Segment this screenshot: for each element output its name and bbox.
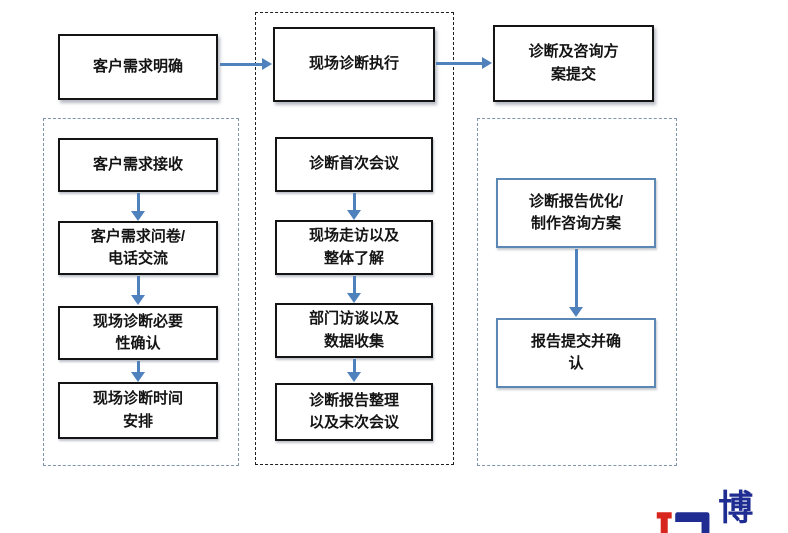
phase-2-step-3-label: 部门访谈以及 数据收集 [308, 310, 399, 350]
arrow-stem [352, 193, 356, 210]
arrow-stem [136, 361, 140, 372]
phase-1-step-1-label: 客户需求接收 [92, 155, 183, 173]
arrow-stem [136, 193, 140, 211]
phase-2-title: 现场诊断执行 [308, 55, 399, 73]
down-arrowhead-icon [131, 211, 145, 221]
phase-2-title-box: 现场诊断执行 [273, 27, 435, 102]
down-arrowhead-icon [569, 307, 583, 317]
phase-3-title: 诊断及咨询方 案提交 [528, 43, 619, 83]
right-arrow-connector-2 [436, 57, 492, 69]
phase-1-step-4-box: 现场诊断时间 安排 [58, 382, 218, 439]
down-arrowhead-icon [131, 372, 145, 382]
down-arrowhead-icon [347, 372, 361, 382]
phase-1-step-2-label: 客户需求问卷/ 电话交流 [90, 227, 186, 268]
phase-1-title: 客户需求明确 [92, 57, 183, 75]
phase-1-step-3-label: 现场诊断必要 性确认 [92, 312, 183, 353]
down-arrow-connector-c2-2 [347, 276, 361, 303]
phase-3-title-box: 诊断及咨询方 案提交 [493, 25, 654, 102]
phase-1-step-2-box: 客户需求问卷/ 电话交流 [58, 221, 218, 275]
phase-3-step-1-box: 诊断报告优化/ 制作咨询方案 [496, 178, 656, 248]
down-arrow-connector-c1-1 [131, 193, 145, 221]
right-arrowhead-icon [482, 57, 492, 69]
phase-1-step-3-box: 现场诊断必要 性确认 [58, 306, 218, 360]
right-arrow-connector-1 [220, 58, 272, 70]
phase-1-step-4-label: 现场诊断时间 安排 [92, 390, 183, 430]
phase-container-onsite-diagnosis [255, 12, 454, 465]
phase-3-step-2-label: 报告提交并确 认 [530, 332, 621, 373]
down-arrowhead-icon [347, 293, 361, 303]
down-arrow-connector-c3-1 [569, 249, 583, 317]
phase-2-step-2-label: 现场走访以及 整体了解 [308, 227, 399, 267]
phase-2-step-4-box: 诊断报告整理 以及末次会议 [275, 383, 433, 441]
boge-logo-text: 博革 [718, 489, 755, 528]
down-arrowhead-icon [131, 295, 145, 305]
phase-container-customer-needs [43, 118, 239, 466]
down-arrow-connector-c1-2 [131, 276, 145, 305]
boge-logo-mark-icon [656, 511, 710, 533]
phase-1-title-box: 客户需求明确 [58, 34, 218, 100]
down-arrowhead-icon [347, 210, 361, 220]
phase-1-step-1-box: 客户需求接收 [58, 138, 218, 192]
phase-2-step-1-label: 诊断首次会议 [308, 155, 399, 173]
arrow-stem [574, 249, 578, 307]
arrow-stem [352, 359, 356, 372]
phase-2-step-4-label: 诊断报告整理 以及末次会议 [308, 391, 399, 432]
boge-logo: 博革 [655, 485, 788, 533]
phase-3-step-2-box: 报告提交并确 认 [496, 318, 656, 388]
phase-3-step-1-label: 诊断报告优化/ 制作咨询方案 [528, 192, 624, 233]
phase-2-step-1-box: 诊断首次会议 [275, 137, 433, 192]
phase-2-step-3-box: 部门访谈以及 数据收集 [275, 303, 433, 358]
phase-2-step-2-box: 现场走访以及 整体了解 [275, 220, 433, 275]
arrow-stem [352, 276, 356, 293]
right-arrowhead-icon [262, 58, 272, 70]
arrow-stem [136, 276, 140, 295]
down-arrow-connector-c2-1 [347, 193, 361, 220]
arrow-stem [220, 62, 262, 66]
down-arrow-connector-c1-3 [131, 361, 145, 382]
arrow-stem [436, 61, 482, 65]
phase-container-report-delivery [477, 118, 677, 466]
down-arrow-connector-c2-3 [347, 359, 361, 382]
